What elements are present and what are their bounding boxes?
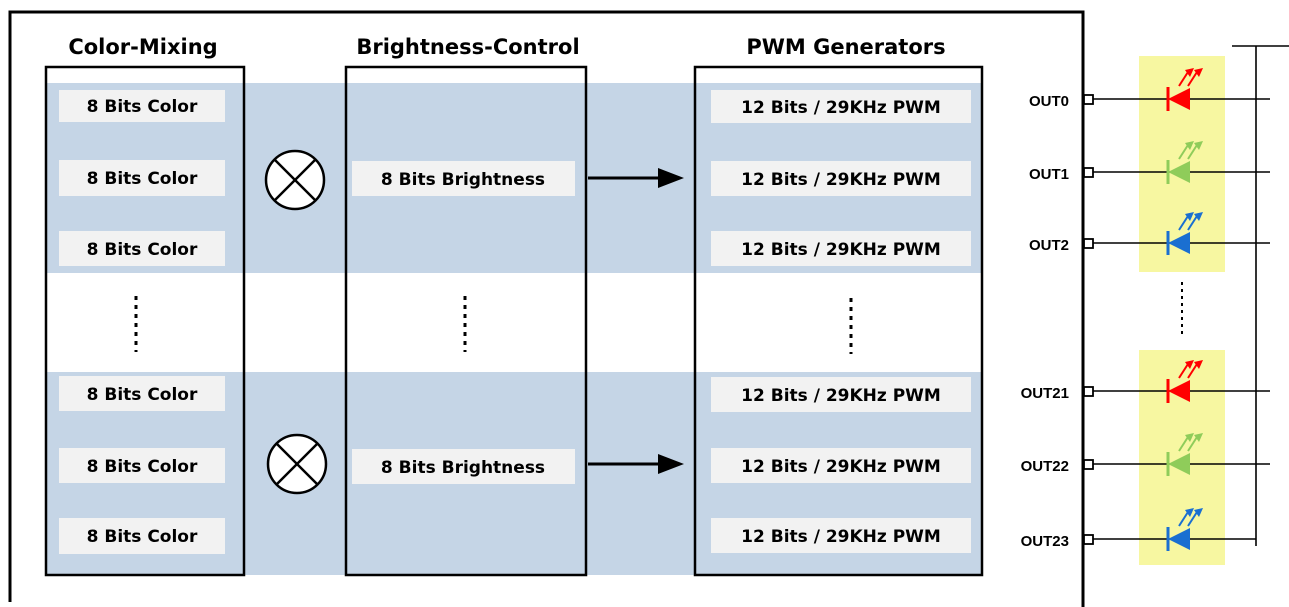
circled-times-icon (266, 433, 328, 495)
color-cell: 8 Bits Color (59, 448, 225, 483)
brightness-control-title: Brightness-Control (356, 35, 579, 59)
svg-text:8 Bits Color: 8 Bits Color (87, 385, 198, 405)
led-diode-icon (1166, 360, 1203, 403)
svg-text:OUT21: OUT21 (1021, 385, 1069, 402)
pwm-cell: 12 Bits / 29KHz PWM (711, 377, 971, 412)
color-cell: 8 Bits Color (59, 518, 225, 554)
svg-text:12 Bits / 29KHz PWM: 12 Bits / 29KHz PWM (741, 527, 941, 547)
pwm-cell: 12 Bits / 29KHz PWM (711, 161, 971, 196)
pwm-cell: 12 Bits / 29KHz PWM (711, 90, 971, 123)
chip-outline (8, 10, 1085, 607)
color-cell: 8 Bits Color (59, 90, 225, 122)
led-diode-icon (1166, 68, 1203, 111)
circled-times-icon (264, 149, 326, 211)
color-mixing-block (44, 65, 246, 577)
svg-text:OUT1: OUT1 (1029, 166, 1069, 183)
output-channel: OUT1 (1029, 141, 1270, 184)
svg-text:OUT22: OUT22 (1021, 458, 1069, 475)
output-channel: OUT2 (1029, 212, 1270, 255)
svg-text:8 Bits Color: 8 Bits Color (87, 169, 198, 189)
brightness-cell: 8 Bits Brightness (352, 449, 575, 484)
svg-text:8 Bits Color: 8 Bits Color (87, 527, 198, 547)
svg-text:OUT23: OUT23 (1021, 533, 1069, 550)
svg-text:12 Bits / 29KHz PWM: 12 Bits / 29KHz PWM (741, 98, 941, 118)
pwm-cell: 12 Bits / 29KHz PWM (711, 518, 971, 553)
svg-text:8 Bits Brightness: 8 Bits Brightness (381, 458, 545, 478)
output-channel: OUT23 (1021, 508, 1256, 551)
brightness-control-block (344, 65, 588, 577)
output-channel: OUT0 (1029, 68, 1270, 111)
svg-text:12 Bits / 29KHz PWM: 12 Bits / 29KHz PWM (741, 240, 941, 260)
color-cell: 8 Bits Color (59, 231, 225, 266)
pwm-generators-title: PWM Generators (746, 35, 945, 59)
svg-text:12 Bits / 29KHz PWM: 12 Bits / 29KHz PWM (741, 457, 941, 477)
svg-text:8 Bits Color: 8 Bits Color (87, 240, 198, 260)
pwm-cell: 12 Bits / 29KHz PWM (711, 231, 971, 266)
led-diode-icon (1166, 508, 1203, 551)
svg-text:12 Bits / 29KHz PWM: 12 Bits / 29KHz PWM (741, 170, 941, 190)
svg-text:8 Bits Brightness: 8 Bits Brightness (381, 170, 545, 190)
led-diode-icon (1166, 141, 1203, 184)
color-mixing-title: Color-Mixing (68, 35, 217, 59)
svg-text:12 Bits / 29KHz PWM: 12 Bits / 29KHz PWM (741, 386, 941, 406)
svg-text:8 Bits Color: 8 Bits Color (87, 97, 198, 117)
pwm-generators-block (693, 65, 984, 577)
right-arrow-icon (588, 168, 684, 188)
brightness-cell: 8 Bits Brightness (352, 161, 575, 196)
svg-text:8 Bits Color: 8 Bits Color (87, 457, 198, 477)
led-diode-icon (1166, 433, 1203, 476)
output-channel: OUT22 (1021, 433, 1270, 476)
pwm-cell: 12 Bits / 29KHz PWM (711, 448, 971, 483)
output-channel: OUT21 (1021, 360, 1270, 403)
color-cell: 8 Bits Color (59, 160, 225, 196)
svg-text:OUT2: OUT2 (1029, 237, 1069, 254)
right-arrow-icon (588, 454, 684, 474)
color-cell: 8 Bits Color (59, 376, 225, 411)
led-diode-icon (1166, 212, 1203, 255)
svg-text:OUT0: OUT0 (1029, 93, 1069, 110)
